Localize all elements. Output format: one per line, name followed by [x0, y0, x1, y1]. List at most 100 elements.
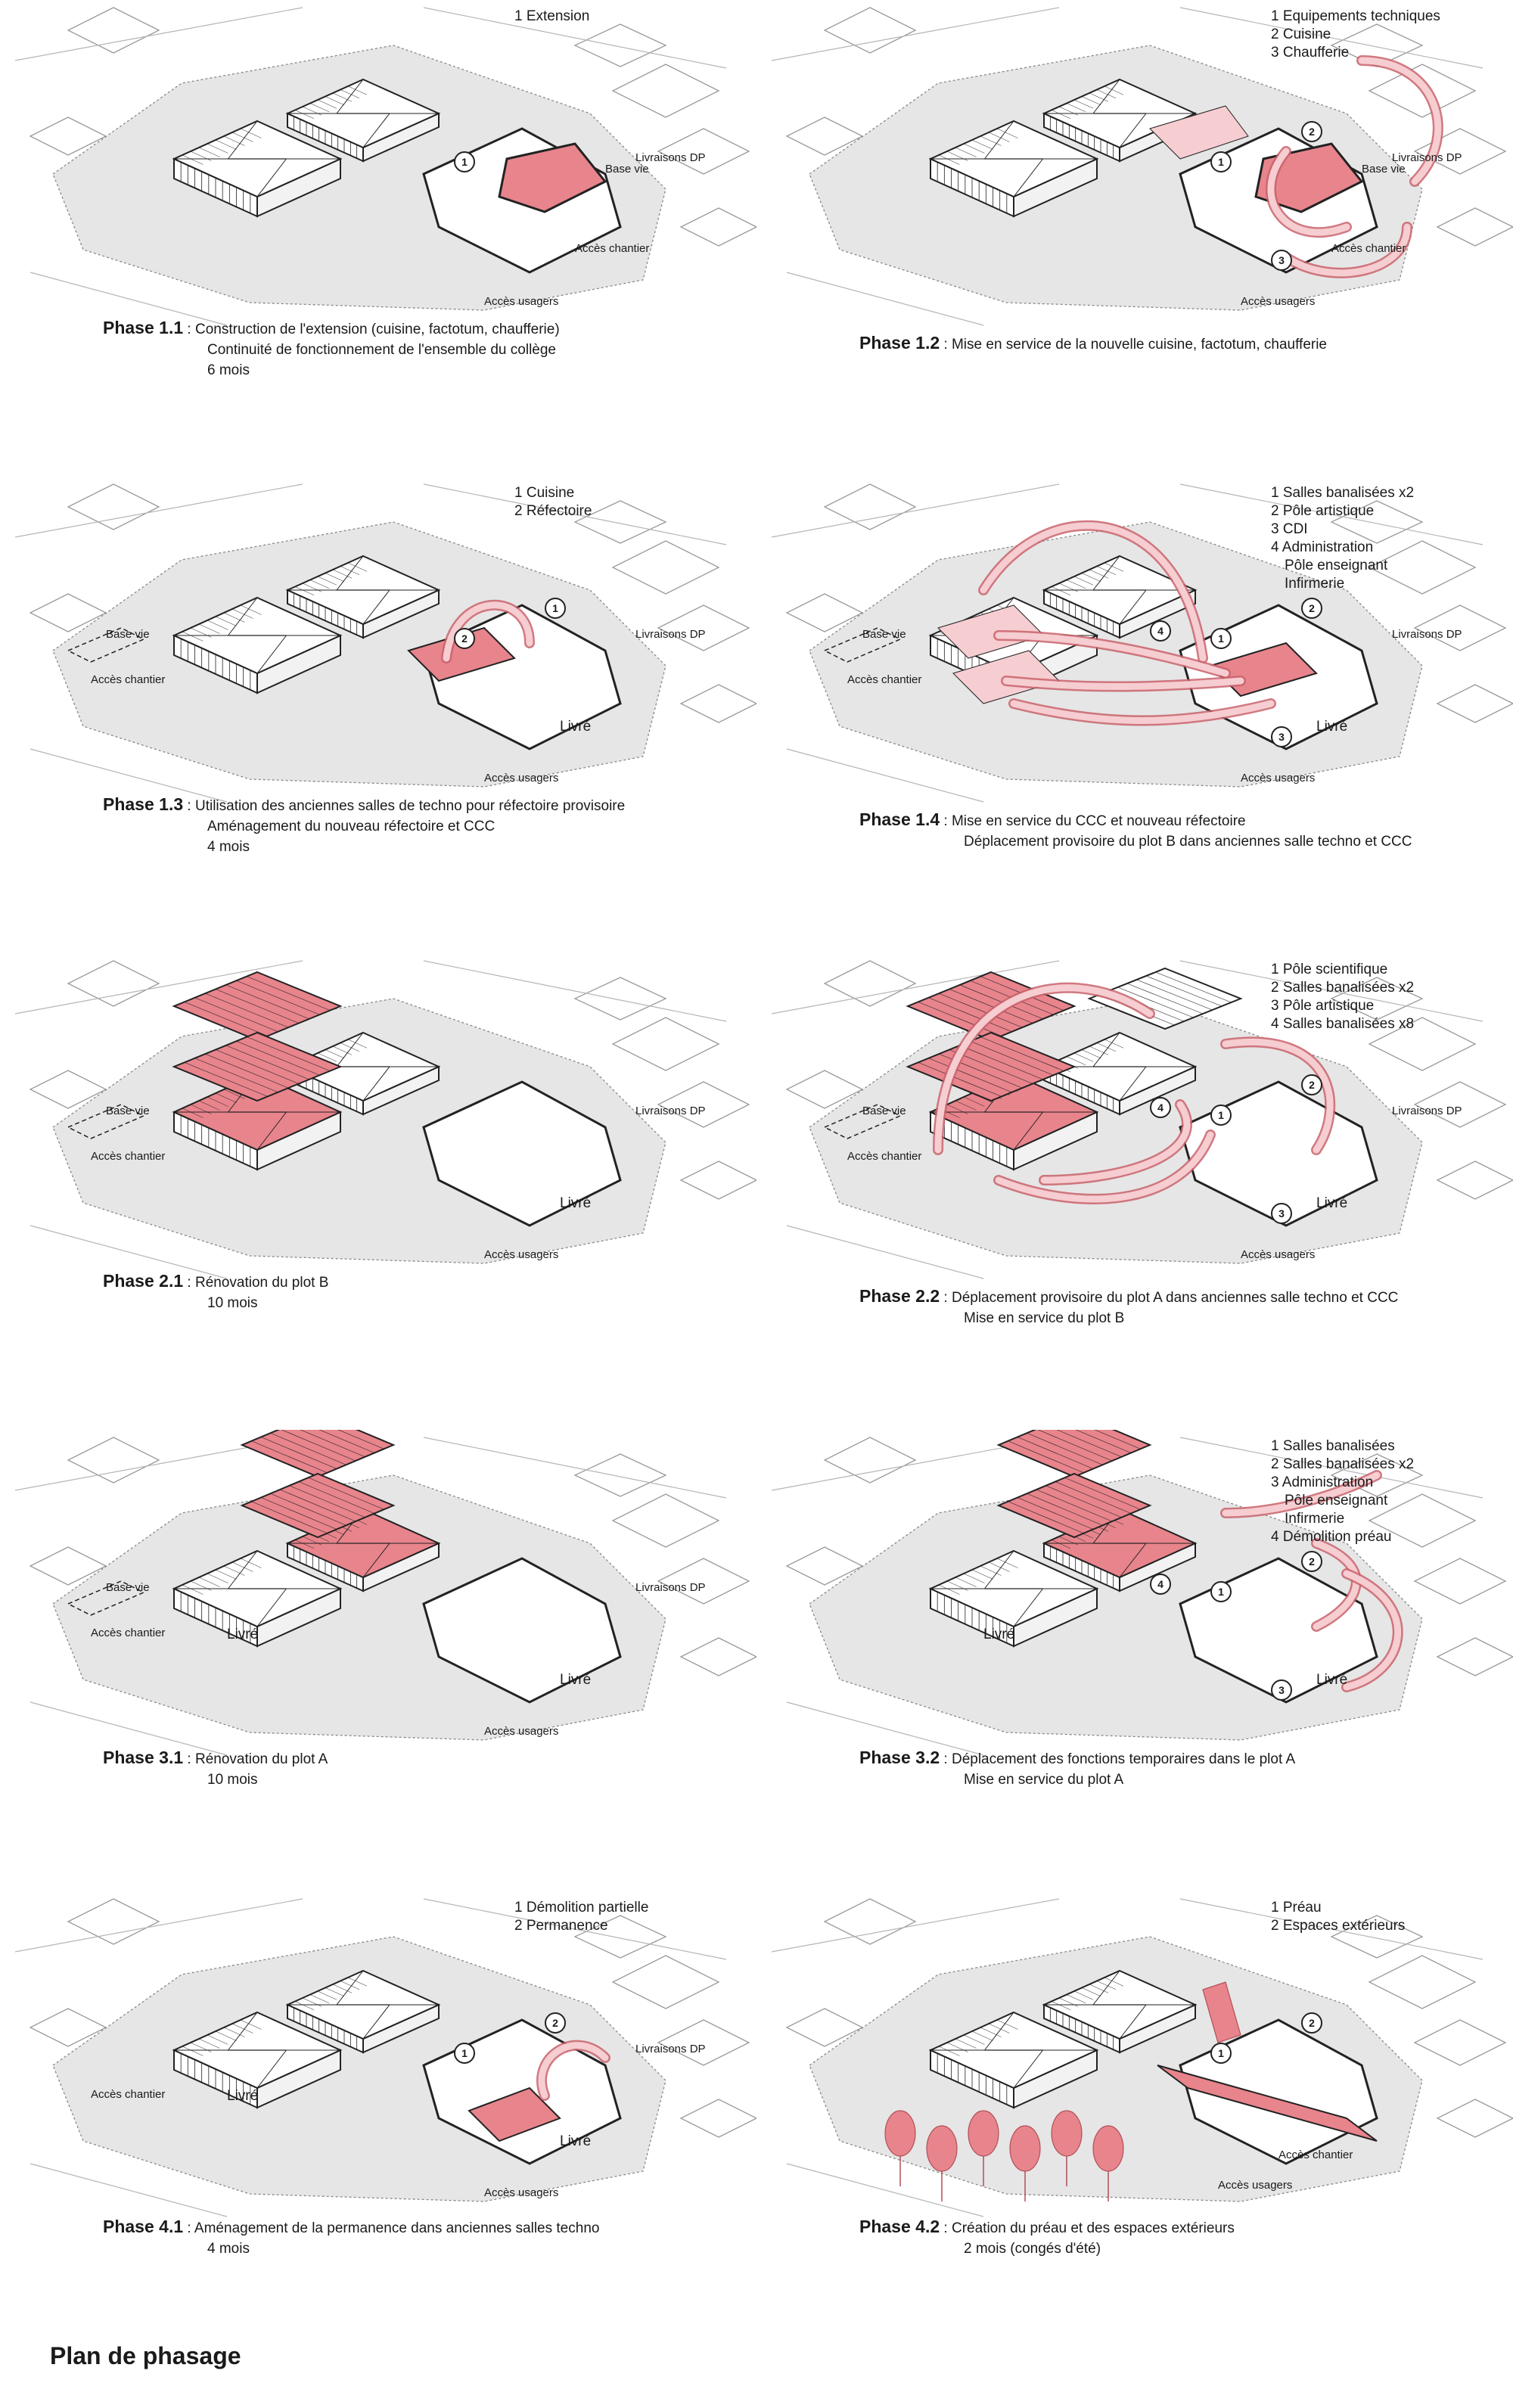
move-arrow-core: [538, 2042, 609, 2099]
context-building: [785, 1070, 864, 1109]
context-building: [679, 1161, 756, 1200]
caption-first-line: Phase 4.2 : Création du préau et des esp…: [859, 2217, 1235, 2239]
context-building: [785, 1546, 864, 1586]
plot-a-level-2-hatch: [308, 1477, 384, 1510]
context-building: [823, 7, 917, 54]
legend-item: 4 Salles banalisées x8: [1271, 1016, 1415, 1032]
plot-b-roof-hatch: [955, 1577, 977, 1587]
caption-line: 10 mois: [207, 1772, 258, 1788]
move-arrow-3-core: [1040, 1101, 1191, 1184]
plot-a-ridge: [1119, 1543, 1147, 1578]
plot-b-ridge: [256, 158, 287, 197]
context-building: [657, 604, 750, 651]
plot-a-level-3-hatch: [1094, 1430, 1141, 1449]
legend-item: 3 Chaufferie: [1271, 45, 1350, 61]
plot-b-roof-hatch: [938, 1584, 960, 1595]
right-wing: [422, 1080, 622, 1227]
site-label-usagers: Accès usagers: [484, 295, 559, 308]
phase-description: : Mise en service du CCC et nouveau réfe…: [943, 813, 1246, 829]
step-badge: 2: [1301, 1074, 1322, 1095]
plot-b-roof-hatch: [963, 143, 985, 154]
site-label-base: Base vie: [862, 1105, 906, 1117]
plot-a-roof-hatch: [1089, 1984, 1109, 1993]
step-badge: 1: [1210, 2043, 1232, 2064]
plot-a-roof-hatch: [325, 573, 345, 582]
caption-line: Mise en service du plot A: [964, 1772, 1124, 1788]
phase-description: : Construction de l'extension (cuisine, …: [187, 322, 560, 337]
plot-a-ridge: [1119, 1066, 1147, 1101]
phase-number: Phase 4.1: [103, 2217, 184, 2236]
plot-b-level-3-hatch: [236, 980, 320, 1015]
plot-b-level-2-hatch: [959, 1045, 1043, 1080]
legend-item: 1 Préau: [1271, 1900, 1322, 1916]
plot-a-roof-hatch: [1089, 569, 1109, 579]
plot-b-roof-hatch: [980, 135, 1002, 146]
site-label-livre2: Livré: [983, 1627, 1015, 1642]
plot-b-level-2-hatch: [225, 1045, 309, 1080]
plot-b-ridge: [1013, 1111, 1043, 1151]
plot-b-ridge: [984, 2012, 1014, 2051]
phase-caption: Phase 1.1 : Construction de l'extension …: [103, 318, 560, 381]
move-arrow-core: [443, 601, 533, 662]
site-label-chantier: Accès chantier: [1331, 242, 1406, 255]
caption-first-line: Phase 3.1 : Rénovation du plot A: [103, 1748, 328, 1769]
legend-item: 2 Réfectoire: [514, 503, 592, 519]
plot-b-roof-hatch: [190, 627, 212, 638]
step-badge: 3: [1271, 726, 1292, 747]
caption-line: 10 mois: [207, 1295, 258, 1311]
plot-b-roof-hatch: [182, 2046, 203, 2056]
plot-a-level-2-hatch: [1036, 1489, 1113, 1522]
phase-number: Phase 1.2: [859, 333, 940, 353]
road-line: [771, 1898, 1060, 1953]
site-label-usagers: Accès usagers: [1241, 1248, 1316, 1261]
context-building: [823, 483, 917, 530]
context-building: [785, 593, 864, 632]
site-label-usagers: Accès usagers: [484, 1725, 559, 1738]
legend-item: 1 Salles banalisées x2: [1271, 485, 1415, 501]
context-building: [67, 1437, 160, 1484]
legend-item: 1 Equipements techniques: [1271, 8, 1440, 24]
plot-a-roof-hatch: [1089, 1046, 1109, 1055]
step-badge: 3: [1271, 1203, 1292, 1224]
context-building: [823, 1437, 917, 1484]
plot-b-ridge: [256, 635, 287, 674]
plot-a-level-2-hatch: [1064, 1477, 1141, 1510]
plot-b-ridge: [228, 2012, 258, 2051]
site-label-chantier: Accès chantier: [847, 673, 922, 686]
phase-description: : Aménagement de la permanence dans anci…: [187, 2220, 600, 2236]
plot-a-roof-hatch: [294, 110, 315, 119]
plot-a-roof-hatch: [340, 1042, 360, 1052]
plot-a-ridge: [362, 1066, 390, 1101]
road-line: [1179, 7, 1483, 69]
site-label-base: Base vie: [106, 1581, 150, 1594]
plot-b-level-3-hatch: [184, 1002, 268, 1036]
step-badge: 1: [1210, 1105, 1232, 1126]
site-label-usagers: Accès usagers: [1218, 2179, 1293, 2192]
plot-a-roof-hatch: [302, 1536, 322, 1546]
plot-b-level-3-hatch: [918, 1002, 1002, 1036]
plot-a-roof-hatch: [325, 1987, 345, 1996]
plot-b-roof-hatch: [996, 1558, 1018, 1568]
plot-a-level-2-hatch: [260, 1497, 337, 1530]
legend-item: Infirmerie: [1285, 576, 1345, 592]
plot-b-level-2-hatch: [236, 1040, 320, 1076]
legend-item: Infirmerie: [1285, 1511, 1345, 1527]
plot-b-roof-hatch: [198, 1577, 220, 1587]
site-label-livre: Livré: [560, 2133, 592, 2149]
plot-a-level-2-hatch: [1045, 1485, 1122, 1518]
step-badge: 2: [1301, 121, 1322, 142]
plot-a-roof-hatch: [332, 1984, 353, 1993]
caption-first-line: Phase 1.1 : Construction de l'extension …: [103, 318, 560, 340]
site-label-livraisons: Livraisons DP: [635, 628, 706, 641]
plot-a-ridge: [362, 1543, 390, 1578]
move-arrow-1-core: [934, 984, 1154, 1154]
phase-caption: Phase 2.2 : Déplacement provisoire du pl…: [859, 1286, 1398, 1328]
plot-b-roof-hatch: [182, 631, 203, 642]
plot-a-roof-hatch: [317, 1052, 337, 1062]
plot-a-roof-hatch: [317, 1990, 337, 2000]
step-badge: 4: [1150, 620, 1171, 642]
plot-b-roof-hatch: [946, 1580, 968, 1591]
